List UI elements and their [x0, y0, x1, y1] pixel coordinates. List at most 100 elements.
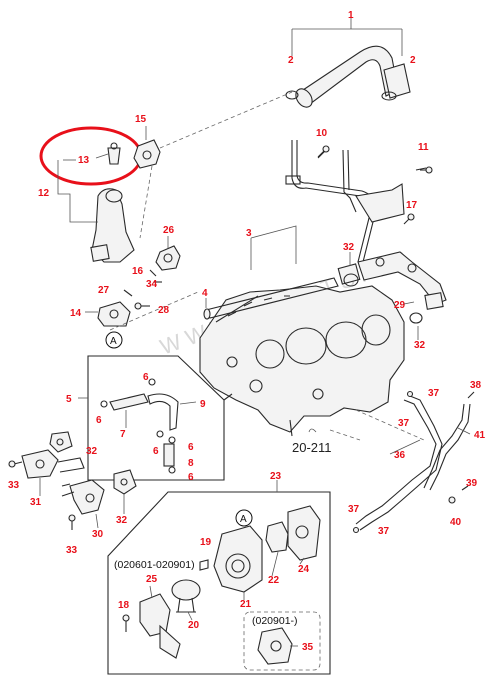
callout-30: 30 [92, 529, 104, 540]
svg-text:A: A [110, 336, 117, 347]
late-variant-frame [243, 611, 321, 671]
callout-15: 15 [135, 114, 147, 125]
callout-14: 14 [70, 308, 82, 319]
clamp-6-d [168, 436, 176, 444]
reference-20-211: 20-211 [292, 440, 332, 455]
callout-32-left: 32 [86, 446, 98, 457]
callout-31: 31 [30, 497, 42, 508]
callout-32-right: 32 [414, 340, 426, 351]
bolt-27 [123, 289, 133, 297]
clamp-6-b [148, 378, 156, 386]
callout-33-upper: 33 [8, 480, 20, 491]
hose-8 [163, 443, 175, 467]
callout-39: 39 [466, 478, 478, 489]
gasket-32-right [409, 312, 423, 324]
gasket-22 [265, 521, 289, 553]
bypass-hose-7 [109, 393, 149, 411]
callout-6-d: 6 [188, 442, 194, 453]
bypass-hose-9 [147, 393, 179, 431]
gasket-32-lower [113, 469, 137, 495]
sensor-19 [199, 559, 209, 571]
view-marker-a-left: A [105, 331, 123, 349]
temperature-sensor-13 [107, 142, 121, 165]
bolt-40 [448, 496, 456, 504]
thermostat-housing-21 [213, 525, 263, 593]
callouts: 1 2 2 10 11 15 13 12 17 3 26 32 16 34 27… [8, 10, 486, 653]
callout-2-right: 2 [410, 55, 416, 66]
callout-37-c: 37 [348, 504, 360, 515]
callout-35: 35 [302, 642, 314, 653]
bolt-33-lower [68, 514, 76, 530]
callout-41: 41 [474, 430, 486, 441]
callout-23: 23 [270, 471, 282, 482]
variant-label-early: (020601-020901) [114, 559, 195, 571]
view-marker-a-kit: A [235, 509, 253, 527]
callout-7: 7 [120, 429, 126, 440]
highlight-ring [39, 126, 143, 186]
bolt-28 [134, 302, 150, 310]
callout-32-upper: 32 [343, 242, 355, 253]
thermostat-kit-frame [107, 480, 331, 675]
callout-6-e: 6 [188, 472, 194, 483]
callout-25: 25 [146, 574, 158, 585]
bolt-38 [467, 391, 475, 399]
callout-21: 21 [240, 599, 252, 610]
upper-water-pipe [285, 45, 411, 108]
water-pipe-36 [355, 395, 443, 531]
callout-leaders [39, 126, 471, 647]
callout-33-lower: 33 [66, 545, 78, 556]
callout-36: 36 [394, 450, 406, 461]
callout-5: 5 [66, 394, 72, 405]
callout-16: 16 [132, 266, 144, 277]
water-pipe-assembly [285, 140, 427, 263]
callout-26: 26 [163, 225, 175, 236]
callout-6-b: 6 [96, 415, 102, 426]
callout-37-b: 37 [398, 418, 410, 429]
callout-6-a: 6 [143, 372, 149, 383]
clamp-6-a [100, 400, 108, 408]
callout-6-c: 6 [153, 446, 159, 457]
thermostat-20 [171, 579, 201, 613]
hose-kit-frame [87, 355, 233, 481]
callout-11: 11 [418, 142, 429, 153]
water-inlet-30 [61, 479, 105, 515]
callout-20: 20 [188, 620, 200, 631]
gasket-32-upper [343, 273, 359, 287]
callout-37-a: 37 [428, 388, 440, 399]
callout-9: 9 [200, 399, 206, 410]
clamp-6-c [156, 430, 164, 438]
clamp-6-e [168, 466, 176, 474]
callout-17: 17 [406, 200, 418, 211]
water-outlet-24 [287, 505, 321, 561]
callout-40: 40 [450, 517, 462, 528]
callout-29: 29 [394, 300, 406, 311]
long-pipe-3 [203, 277, 339, 320]
callout-32-lower: 32 [116, 515, 128, 526]
callout-38: 38 [470, 380, 482, 391]
callout-22: 22 [268, 575, 280, 586]
leader-dash-pipe [139, 165, 153, 239]
gasket-32-left [49, 431, 73, 453]
bolt-16 [149, 269, 157, 277]
callout-19: 19 [200, 537, 212, 548]
bolt-11 [420, 166, 433, 174]
engine-block [199, 285, 405, 437]
callout-13: 13 [78, 155, 90, 166]
callout-34: 34 [146, 279, 158, 290]
callout-10: 10 [316, 128, 328, 139]
bolt-18 [122, 614, 130, 632]
bolt-39 [461, 485, 469, 491]
variant-label-late: (020901-) [252, 615, 298, 627]
leader-dash-lower [109, 291, 425, 441]
callout-18: 18 [118, 600, 130, 611]
callout-3: 3 [246, 228, 252, 239]
bolt-33-upper [8, 460, 23, 468]
water-pipe-41 [423, 403, 471, 491]
water-pipe-31 [21, 449, 85, 479]
callout-8: 8 [188, 458, 194, 469]
water-inlet-25 [139, 593, 181, 659]
water-outlet-12 [90, 188, 135, 263]
svg-text:A: A [240, 514, 247, 525]
callout-27: 27 [98, 285, 110, 296]
